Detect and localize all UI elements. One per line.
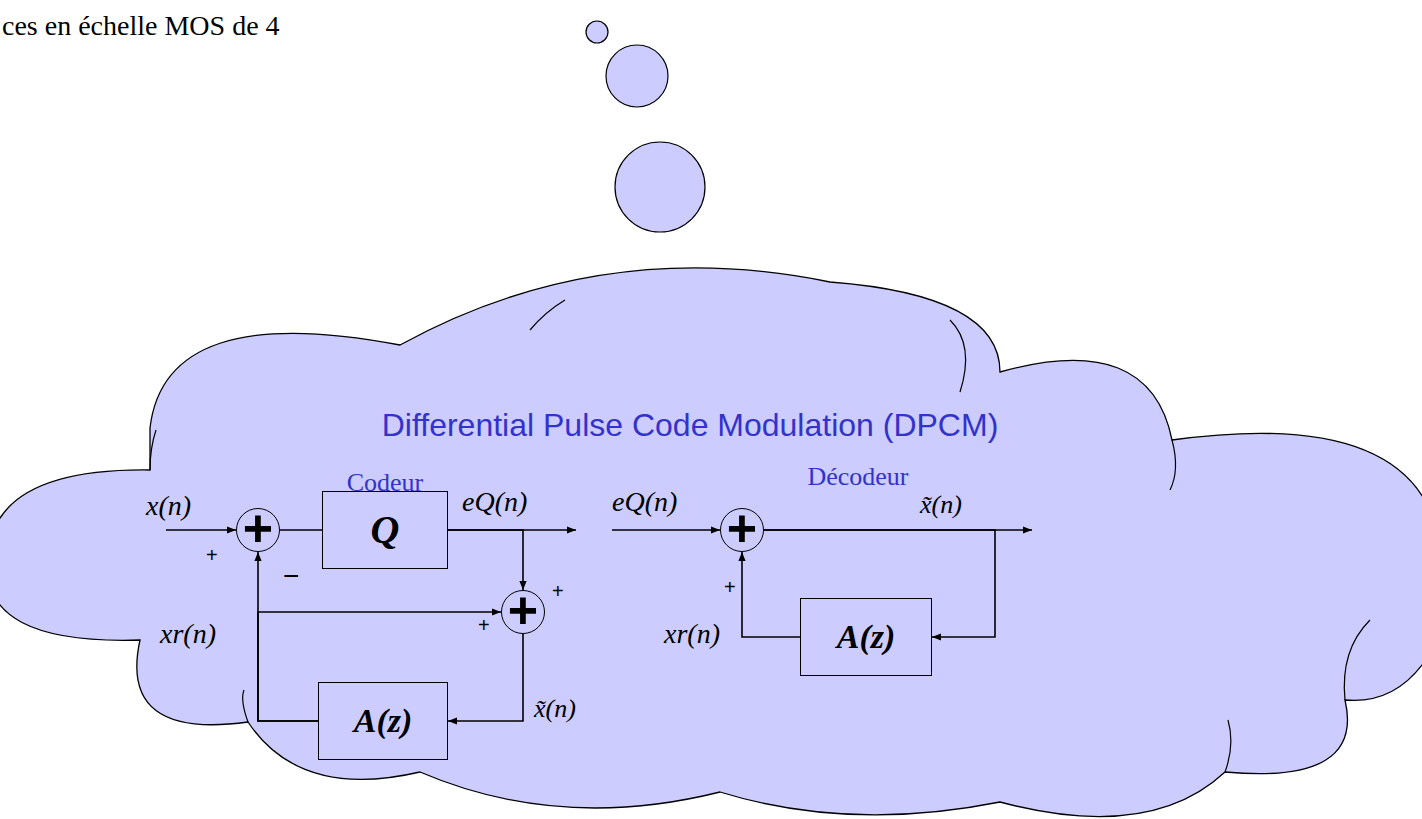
signal-name: x̃(n) xyxy=(920,490,962,520)
process-box: A(z) xyxy=(318,682,448,760)
cloud-fold xyxy=(530,300,565,330)
cloud-fold xyxy=(1170,440,1176,490)
signal-wire xyxy=(448,634,523,721)
signal-name: eQ(n) xyxy=(612,486,677,518)
input-wire xyxy=(612,529,720,531)
sign-mark: + xyxy=(206,544,218,567)
signal-wire xyxy=(742,552,800,637)
thought-bubble xyxy=(586,21,608,43)
cloud-fold xyxy=(243,690,248,722)
process-box: Q xyxy=(322,491,448,569)
process-box: A(z) xyxy=(800,598,932,676)
diagram-title: Differential Pulse Code Modulation (DPCM… xyxy=(382,407,999,444)
sign-mark: + xyxy=(552,580,564,603)
signal-wire xyxy=(448,530,523,590)
cloud-fold xyxy=(950,320,966,392)
page-fragment: ces en échelle MOS de 4 xyxy=(2,10,280,42)
block-label: Q xyxy=(371,508,400,552)
input-wire xyxy=(166,529,236,531)
sign-mark: + xyxy=(478,614,490,637)
thought-bubble xyxy=(615,142,705,232)
cloud-fold xyxy=(150,430,156,470)
signal-name: x(n) xyxy=(146,490,191,522)
cloud-fold xyxy=(1225,720,1231,772)
signal-wire xyxy=(280,529,322,531)
sum-sign: + xyxy=(508,584,538,636)
summing-junction: + xyxy=(236,508,280,552)
section-title: Décodeur xyxy=(807,462,908,492)
sign-mark: − xyxy=(283,560,299,592)
signal-name: xr(n) xyxy=(160,618,216,650)
summing-junction: + xyxy=(501,590,545,634)
cloud-fold xyxy=(1344,620,1370,700)
block-label: A(z) xyxy=(354,702,413,739)
sum-sign: + xyxy=(243,502,273,554)
sum-sign: + xyxy=(727,502,757,554)
signal-name: xr(n) xyxy=(664,618,720,650)
signal-name: eQ(n) xyxy=(462,486,527,518)
thought-bubble xyxy=(606,45,668,107)
cloud xyxy=(0,268,1422,817)
sign-mark: + xyxy=(724,576,736,599)
section-title: Codeur xyxy=(347,468,424,498)
signal-name: x̃(n) xyxy=(534,694,576,724)
block-label: A(z) xyxy=(837,618,896,655)
summing-junction: + xyxy=(720,508,764,552)
signal-wire xyxy=(258,552,318,721)
